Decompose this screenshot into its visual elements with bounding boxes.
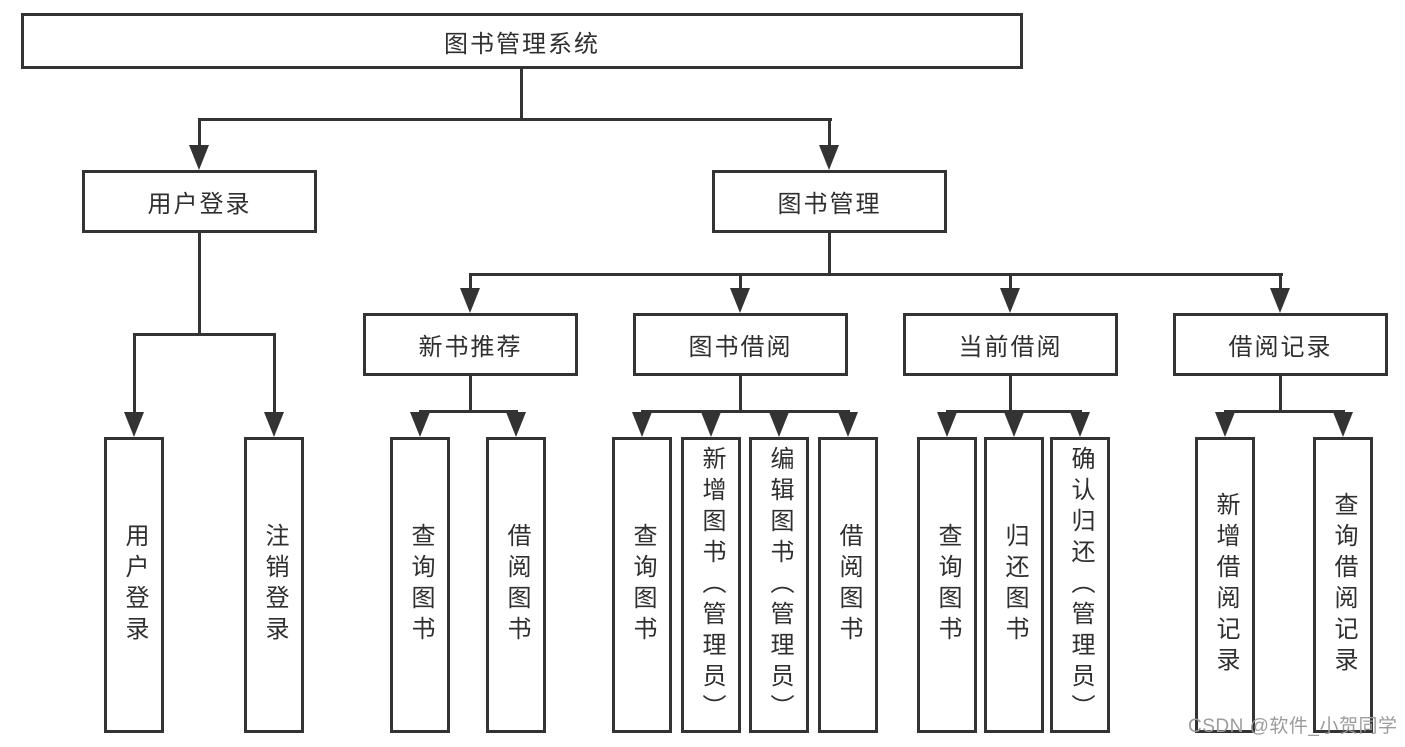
connector-line bbox=[198, 233, 201, 333]
arrow-down-icon bbox=[1004, 412, 1024, 437]
leaf-query-borrow-record: 查询借阅记录 bbox=[1313, 437, 1373, 733]
node-new-book-recommend: 新书推荐 bbox=[363, 313, 578, 376]
leaf-query-books-recommend: 查询图书 bbox=[390, 437, 450, 733]
node-borrowing-records: 借阅记录 bbox=[1173, 313, 1388, 376]
node-book-management: 图书管理 bbox=[712, 170, 947, 233]
connector-line bbox=[1009, 273, 1012, 292]
arrow-down-icon bbox=[189, 145, 209, 170]
node-current-borrowing: 当前借阅 bbox=[903, 313, 1118, 376]
leaf-user-login: 用户登录 bbox=[104, 437, 164, 733]
connector-line bbox=[133, 333, 136, 414]
node-user-login: 用户登录 bbox=[82, 170, 317, 233]
arrow-down-icon bbox=[1215, 412, 1235, 437]
arrow-down-icon bbox=[1070, 412, 1090, 437]
leaf-add-book-admin: 新增图书（管理员） bbox=[681, 437, 741, 733]
connector-line bbox=[133, 333, 276, 336]
leaf-return-book: 归还图书 bbox=[984, 437, 1044, 733]
connector-line bbox=[1279, 273, 1282, 292]
connector-line bbox=[828, 118, 831, 149]
node-root: 图书管理系统 bbox=[21, 13, 1023, 69]
arrow-down-icon bbox=[730, 288, 750, 313]
connector-line bbox=[1009, 376, 1012, 412]
arrow-down-icon bbox=[264, 412, 284, 437]
arrow-down-icon bbox=[819, 145, 839, 170]
leaf-confirm-return-admin: 确认归还（管理员） bbox=[1050, 437, 1110, 733]
connector-line bbox=[946, 410, 1082, 413]
leaf-query-books-borrowing: 查询图书 bbox=[612, 437, 672, 733]
connector-line bbox=[419, 410, 518, 413]
arrow-down-icon bbox=[124, 412, 144, 437]
arrow-down-icon bbox=[632, 412, 652, 437]
connector-line bbox=[520, 67, 523, 118]
arrow-down-icon bbox=[410, 412, 430, 437]
arrow-down-icon bbox=[460, 288, 480, 313]
connector-line bbox=[469, 376, 472, 412]
node-book-borrowing: 图书借阅 bbox=[633, 313, 848, 376]
arrow-down-icon bbox=[937, 412, 957, 437]
connector-line bbox=[469, 273, 1283, 276]
connector-line bbox=[1224, 410, 1345, 413]
connector-line bbox=[273, 333, 276, 414]
connector-line bbox=[739, 273, 742, 292]
arrow-down-icon bbox=[1000, 288, 1020, 313]
connector-line bbox=[828, 233, 831, 275]
connector-line bbox=[198, 118, 201, 149]
arrow-down-icon bbox=[701, 412, 721, 437]
connector-line bbox=[641, 410, 850, 413]
leaf-query-books-current: 查询图书 bbox=[917, 437, 977, 733]
leaf-add-borrow-record: 新增借阅记录 bbox=[1195, 437, 1255, 733]
connector-line bbox=[198, 118, 832, 121]
leaf-edit-book-admin: 编辑图书（管理员） bbox=[749, 437, 809, 733]
arrow-down-icon bbox=[769, 412, 789, 437]
arrow-down-icon bbox=[1333, 412, 1353, 437]
connector-line bbox=[469, 273, 472, 292]
arrow-down-icon bbox=[506, 412, 526, 437]
csdn-watermark: CSDN @软件_小贺同学 bbox=[1188, 716, 1398, 737]
arrow-down-icon bbox=[838, 412, 858, 437]
connector-line bbox=[739, 376, 742, 412]
leaf-borrow-books: 借阅图书 bbox=[818, 437, 878, 733]
arrow-down-icon bbox=[1270, 288, 1290, 313]
leaf-borrow-books-recommend: 借阅图书 bbox=[486, 437, 546, 733]
leaf-logout: 注销登录 bbox=[244, 437, 304, 733]
connector-line bbox=[1279, 376, 1282, 412]
